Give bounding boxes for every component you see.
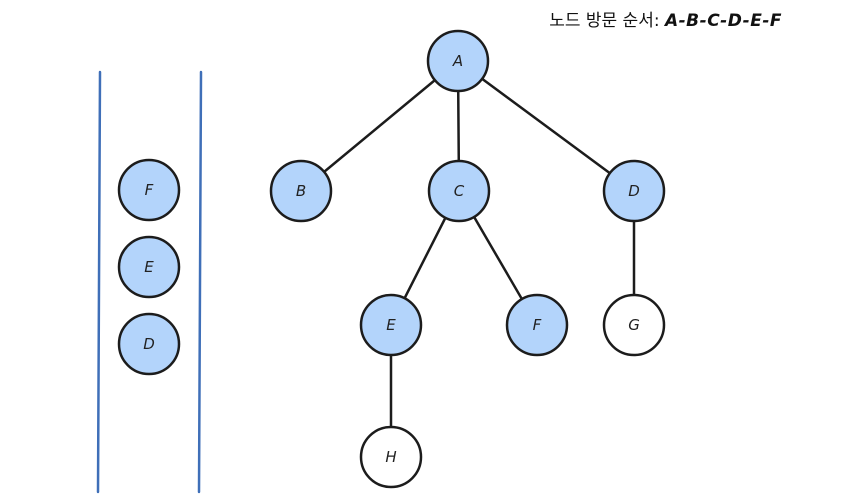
- tree-node-b-circle: [269, 159, 333, 223]
- queue-item-e-circle: [117, 235, 181, 299]
- tree-node-b: B: [269, 159, 333, 223]
- tree-node-c-label: C: [454, 182, 465, 200]
- queue-left-wall: [96, 70, 102, 494]
- tree-node-c: C: [427, 159, 491, 223]
- edge-a-d: [456, 59, 636, 193]
- queue-item-d: D: [117, 312, 181, 376]
- queue-item-f-label: F: [145, 181, 154, 199]
- visit-order-sequence: A-B-C-D-E-F: [664, 11, 782, 31]
- visit-order-caption: 노드 방문 순서: A-B-C-D-E-F: [549, 6, 782, 31]
- tree-node-e: E: [359, 293, 423, 357]
- tree-node-b-label: B: [296, 182, 306, 200]
- queue-item-d-label: D: [143, 335, 155, 353]
- tree-node-d: D: [602, 159, 666, 223]
- tree-node-g-circle: [602, 293, 666, 357]
- tree-node-e-label: E: [386, 316, 396, 334]
- tree-node-d-circle: [602, 159, 666, 223]
- tree-nodes: A B C D E F G H: [269, 29, 666, 489]
- tree-node-a-circle: [426, 29, 490, 93]
- queue-container: [96, 70, 203, 494]
- tree-node-a-label: A: [452, 52, 463, 70]
- queue-item-f-circle: [117, 158, 181, 222]
- tree-node-a: A: [426, 29, 490, 93]
- tree-node-d-label: D: [628, 182, 640, 200]
- queue-items: F E D: [117, 158, 181, 376]
- tree-node-g-label: G: [628, 316, 640, 334]
- queue-item-f: F: [117, 158, 181, 222]
- tree-node-f-label: F: [533, 316, 542, 334]
- tree-node-g: G: [602, 293, 666, 357]
- queue-right-wall: [197, 70, 203, 494]
- queue-item-e-label: E: [144, 258, 154, 276]
- tree-node-c-circle: [427, 159, 491, 223]
- queue-item-e: E: [117, 235, 181, 299]
- tree-node-h-circle: [359, 425, 423, 489]
- tree-node-e-circle: [359, 293, 423, 357]
- queue-item-d-circle: [117, 312, 181, 376]
- edge-a-b: [299, 59, 460, 193]
- tree-node-h: H: [359, 425, 423, 489]
- tree-node-h-label: H: [385, 448, 396, 466]
- tree-edges: [299, 59, 636, 459]
- tree-node-f-circle: [505, 293, 569, 357]
- visit-order-label: 노드 방문 순서:: [549, 11, 660, 31]
- tree-node-f: F: [505, 293, 569, 357]
